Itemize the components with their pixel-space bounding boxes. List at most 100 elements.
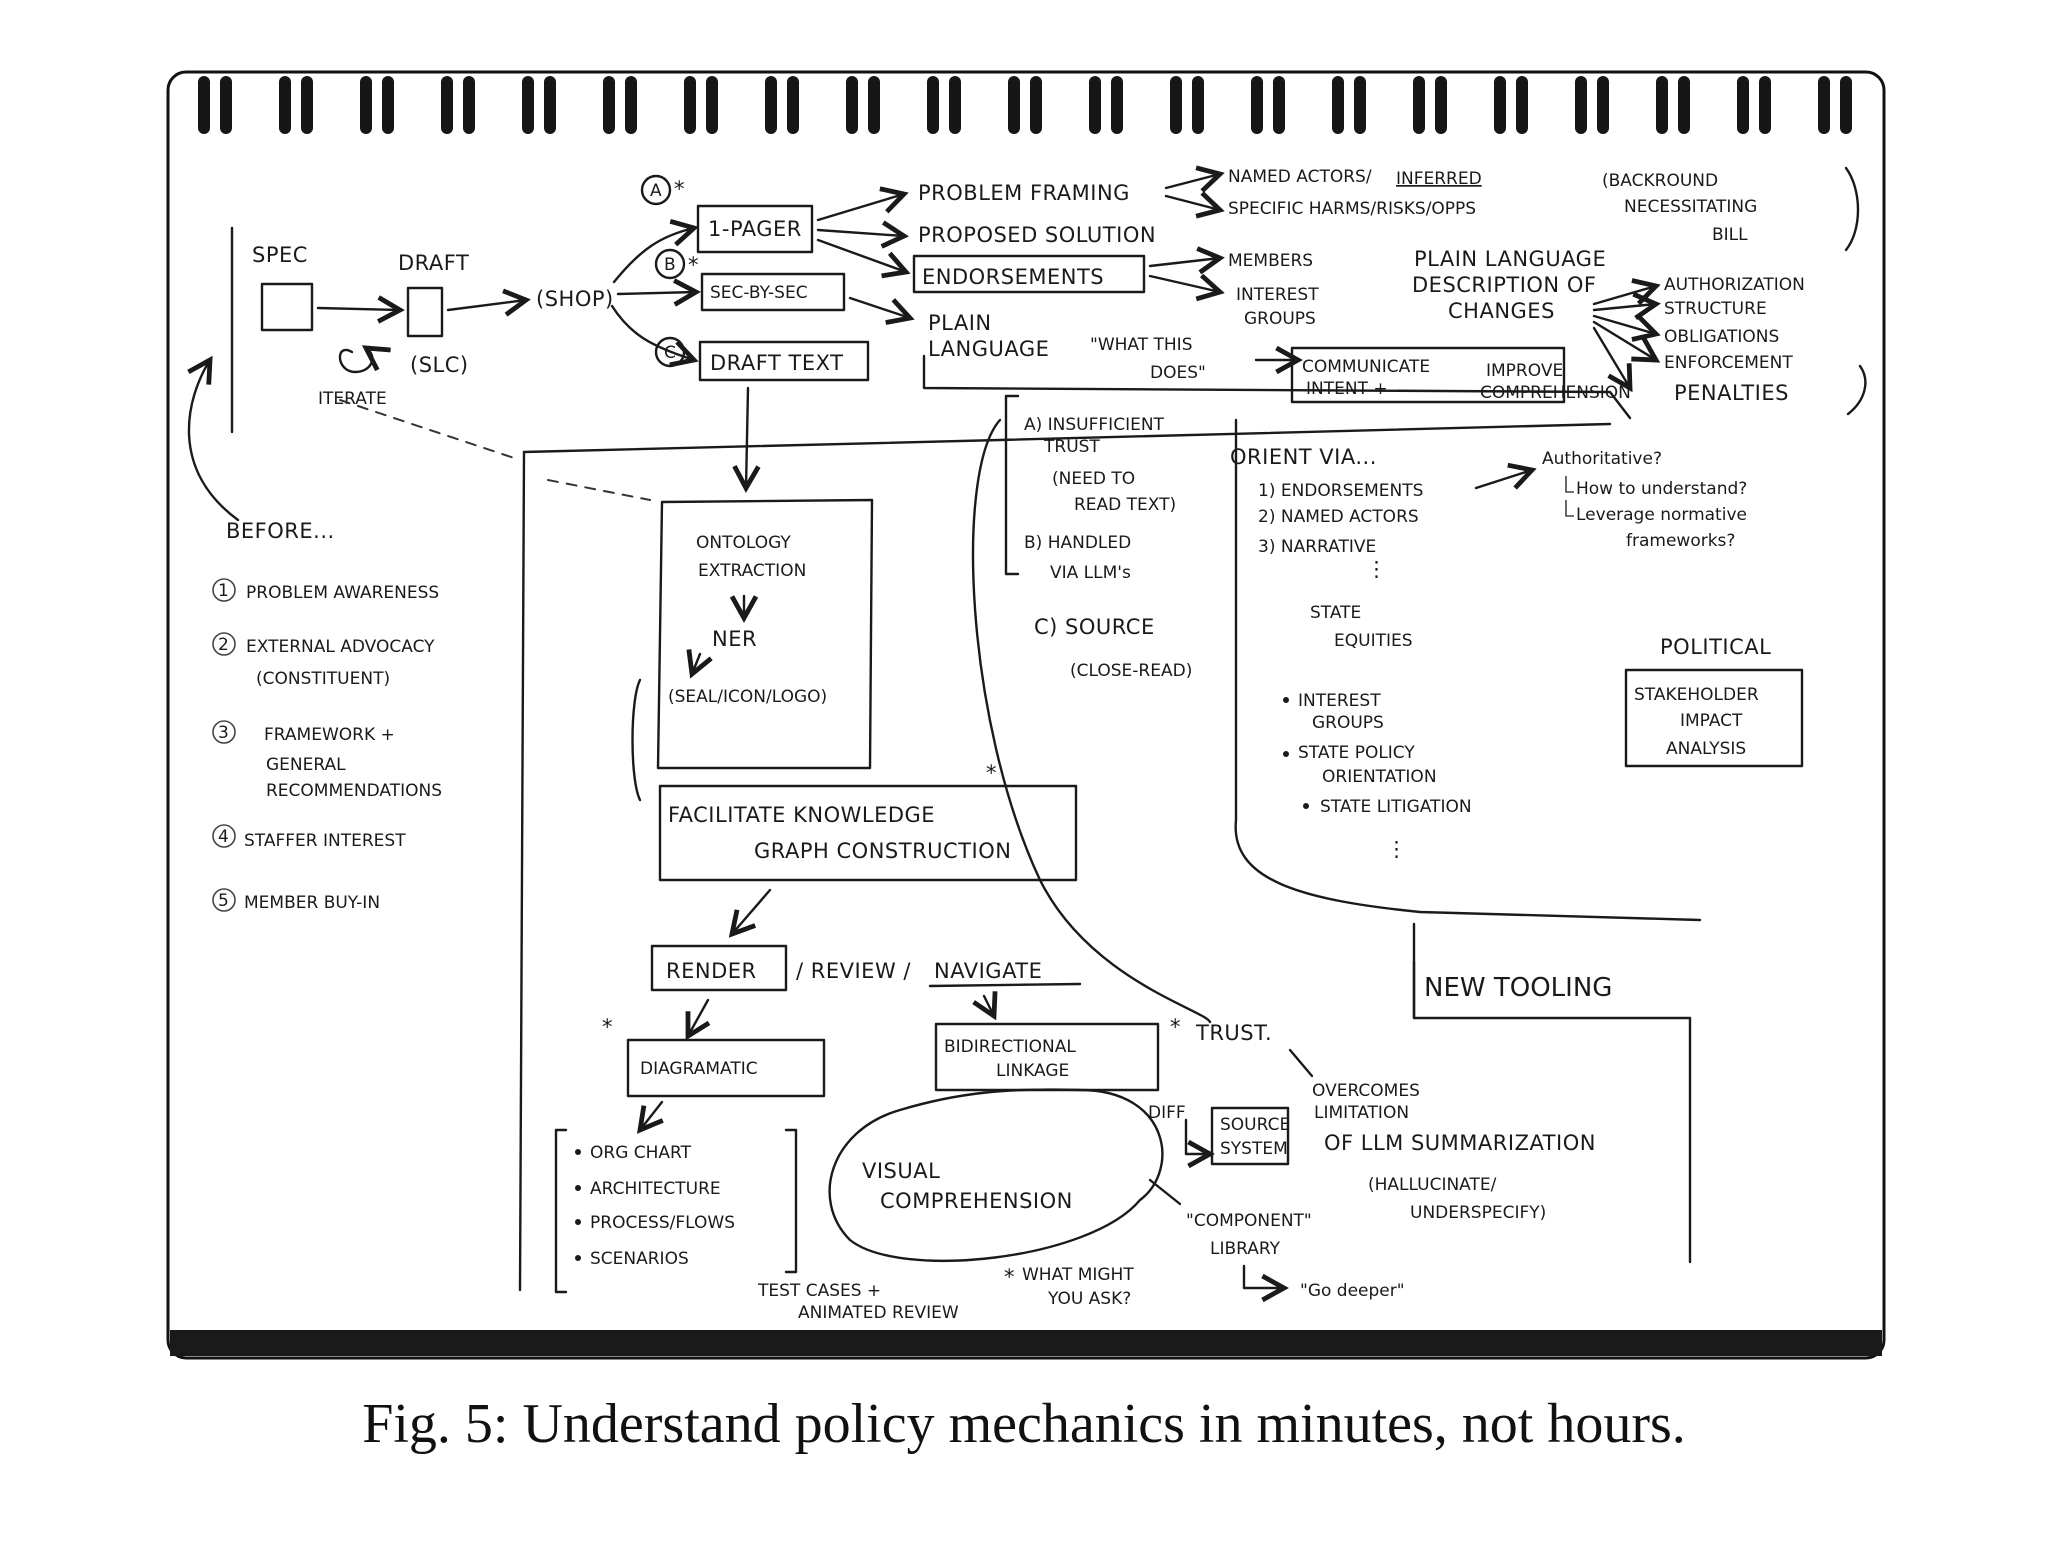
spiral-ring [765, 76, 777, 134]
spiral-ring [1678, 76, 1690, 134]
spiral-ring [198, 76, 210, 134]
state-item: INTEREST [1298, 691, 1381, 711]
component-2: LIBRARY [1210, 1239, 1281, 1259]
diff-label: DIFF [1148, 1103, 1186, 1123]
spiral-ring [382, 76, 394, 134]
before-item: MEMBER BUY-IN [244, 893, 380, 913]
plain-desc-3: CHANGES [1448, 299, 1555, 323]
marker-b: B [664, 255, 676, 275]
before-item-sub: GENERAL [266, 755, 346, 775]
spiral-ring [706, 76, 718, 134]
ontology-1: ONTOLOGY [696, 533, 791, 553]
diagram-item: SCENARIOS [590, 1249, 689, 1269]
proposed-solution-label: PROPOSED SOLUTION [918, 223, 1156, 247]
overcomes-1: OVERCOMES [1312, 1081, 1420, 1101]
diagramatic-label: DIAGRAMATIC [640, 1059, 758, 1079]
visual-comp-2: COMPREHENSION [880, 1189, 1073, 1213]
spiral-ring [1273, 76, 1285, 134]
improve-1: IMPROVE [1486, 361, 1563, 381]
spiral-ring [544, 76, 556, 134]
spiral-ring [301, 76, 313, 134]
spiral-ring [1354, 76, 1366, 134]
state-bullet [1303, 803, 1309, 809]
enforcement-label: ENFORCEMENT [1664, 353, 1793, 373]
spiral-ring [1111, 76, 1123, 134]
spiral-ring [279, 76, 291, 134]
problem-framing-label: PROBLEM FRAMING [918, 181, 1130, 205]
before-item-sub: RECOMMENDATIONS [266, 781, 442, 801]
spiral-ring [684, 76, 696, 134]
spiral-ring [1192, 76, 1204, 134]
stakeholder-3: ANALYSIS [1666, 739, 1746, 759]
spiral-ring [1737, 76, 1749, 134]
background-3: BILL [1712, 225, 1748, 245]
spiral-ring [1251, 76, 1263, 134]
communicate-2: INTENT + [1306, 379, 1388, 399]
spiral-ring [1089, 76, 1101, 134]
state-equities-2: EQUITIES [1334, 631, 1413, 651]
spec-label: SPEC [252, 243, 308, 267]
spiral-ring [625, 76, 637, 134]
hallucinate-2: UNDERSPECIFY) [1410, 1203, 1546, 1223]
leverage-1: Leverage normative [1576, 505, 1747, 525]
diagram-item: ARCHITECTURE [590, 1179, 721, 1199]
trust-c-2: (CLOSE-READ) [1070, 661, 1192, 681]
interest-groups-2: GROUPS [1244, 309, 1316, 329]
plain-desc-2: DESCRIPTION OF [1412, 273, 1596, 297]
obligations-label: OBLIGATIONS [1664, 327, 1779, 347]
stakeholder-2: IMPACT [1680, 711, 1743, 731]
before-item: PROBLEM AWARENESS [246, 583, 439, 603]
stakeholder-1: STAKEHOLDER [1634, 685, 1759, 705]
diagram-bullet [575, 1149, 581, 1155]
before-num: 3 [218, 723, 229, 743]
before-num: 5 [218, 891, 229, 911]
plain-label-2: LANGUAGE [928, 337, 1049, 361]
diagram-item: ORG CHART [590, 1143, 692, 1163]
test-cases-1: TEST CASES + [757, 1281, 881, 1301]
review-label: / REVIEW / [796, 959, 911, 983]
source-system-1: SOURCE [1220, 1115, 1290, 1135]
new-tooling-label: NEW TOOLING [1424, 973, 1612, 1003]
state-item: STATE LITIGATION [1320, 797, 1472, 817]
test-cases-2: ANIMATED REVIEW [798, 1303, 959, 1323]
structure-label: STRUCTURE [1664, 299, 1767, 319]
ontology-2: EXTRACTION [698, 561, 806, 581]
before-item: FRAMEWORK + [264, 725, 395, 745]
background-1: (BACKROUND [1602, 171, 1718, 191]
asterisk-diagramatic: * [602, 1015, 613, 1039]
overcomes-3: OF LLM SUMMARIZATION [1324, 1131, 1596, 1155]
state-ellipsis: ⋮ [1386, 837, 1408, 861]
orient-via-label: ORIENT VIA... [1230, 445, 1377, 469]
before-num: 1 [218, 581, 229, 601]
draft-text-label: DRAFT TEXT [710, 351, 843, 375]
diagram-bullet [575, 1219, 581, 1225]
spiral-ring [1413, 76, 1425, 134]
spiral-ring [868, 76, 880, 134]
spiral-ring [1494, 76, 1506, 134]
authorization-label: AUTHORIZATION [1664, 275, 1805, 295]
orient-item: 2) NAMED ACTORS [1258, 507, 1419, 527]
notebook-bottom-edge [170, 1330, 1882, 1356]
before-num: 4 [218, 827, 229, 847]
spiral-ring [1575, 76, 1587, 134]
named-actors-label: NAMED ACTORS/ [1228, 167, 1372, 187]
spiral-ring [1170, 76, 1182, 134]
spiral-ring [1435, 76, 1447, 134]
figure-caption: Fig. 5: Understand policy mechanics in m… [0, 1392, 2048, 1456]
trust-c-1: C) SOURCE [1034, 615, 1155, 639]
spiral-ring [1030, 76, 1042, 134]
penalties-label: PENALTIES [1674, 381, 1789, 405]
spiral-ring [1597, 76, 1609, 134]
trust-a-1: A) INSUFFICIENT [1024, 415, 1165, 435]
orient-ellipsis: ⋮ [1366, 557, 1388, 581]
authoritative-label: Authoritative? [1542, 449, 1662, 469]
seal-icon-logo-label: (SEAL/ICON/LOGO) [668, 687, 827, 707]
spiral-ring [949, 76, 961, 134]
ner-label: NER [712, 627, 757, 651]
sec-by-sec-label: SEC-BY-SEC [710, 283, 808, 303]
members-label: MEMBERS [1228, 251, 1313, 271]
spiral-ring [522, 76, 534, 134]
bidirectional-1: BIDIRECTIONAL [944, 1037, 1076, 1057]
plain-label-1: PLAIN [928, 311, 992, 335]
